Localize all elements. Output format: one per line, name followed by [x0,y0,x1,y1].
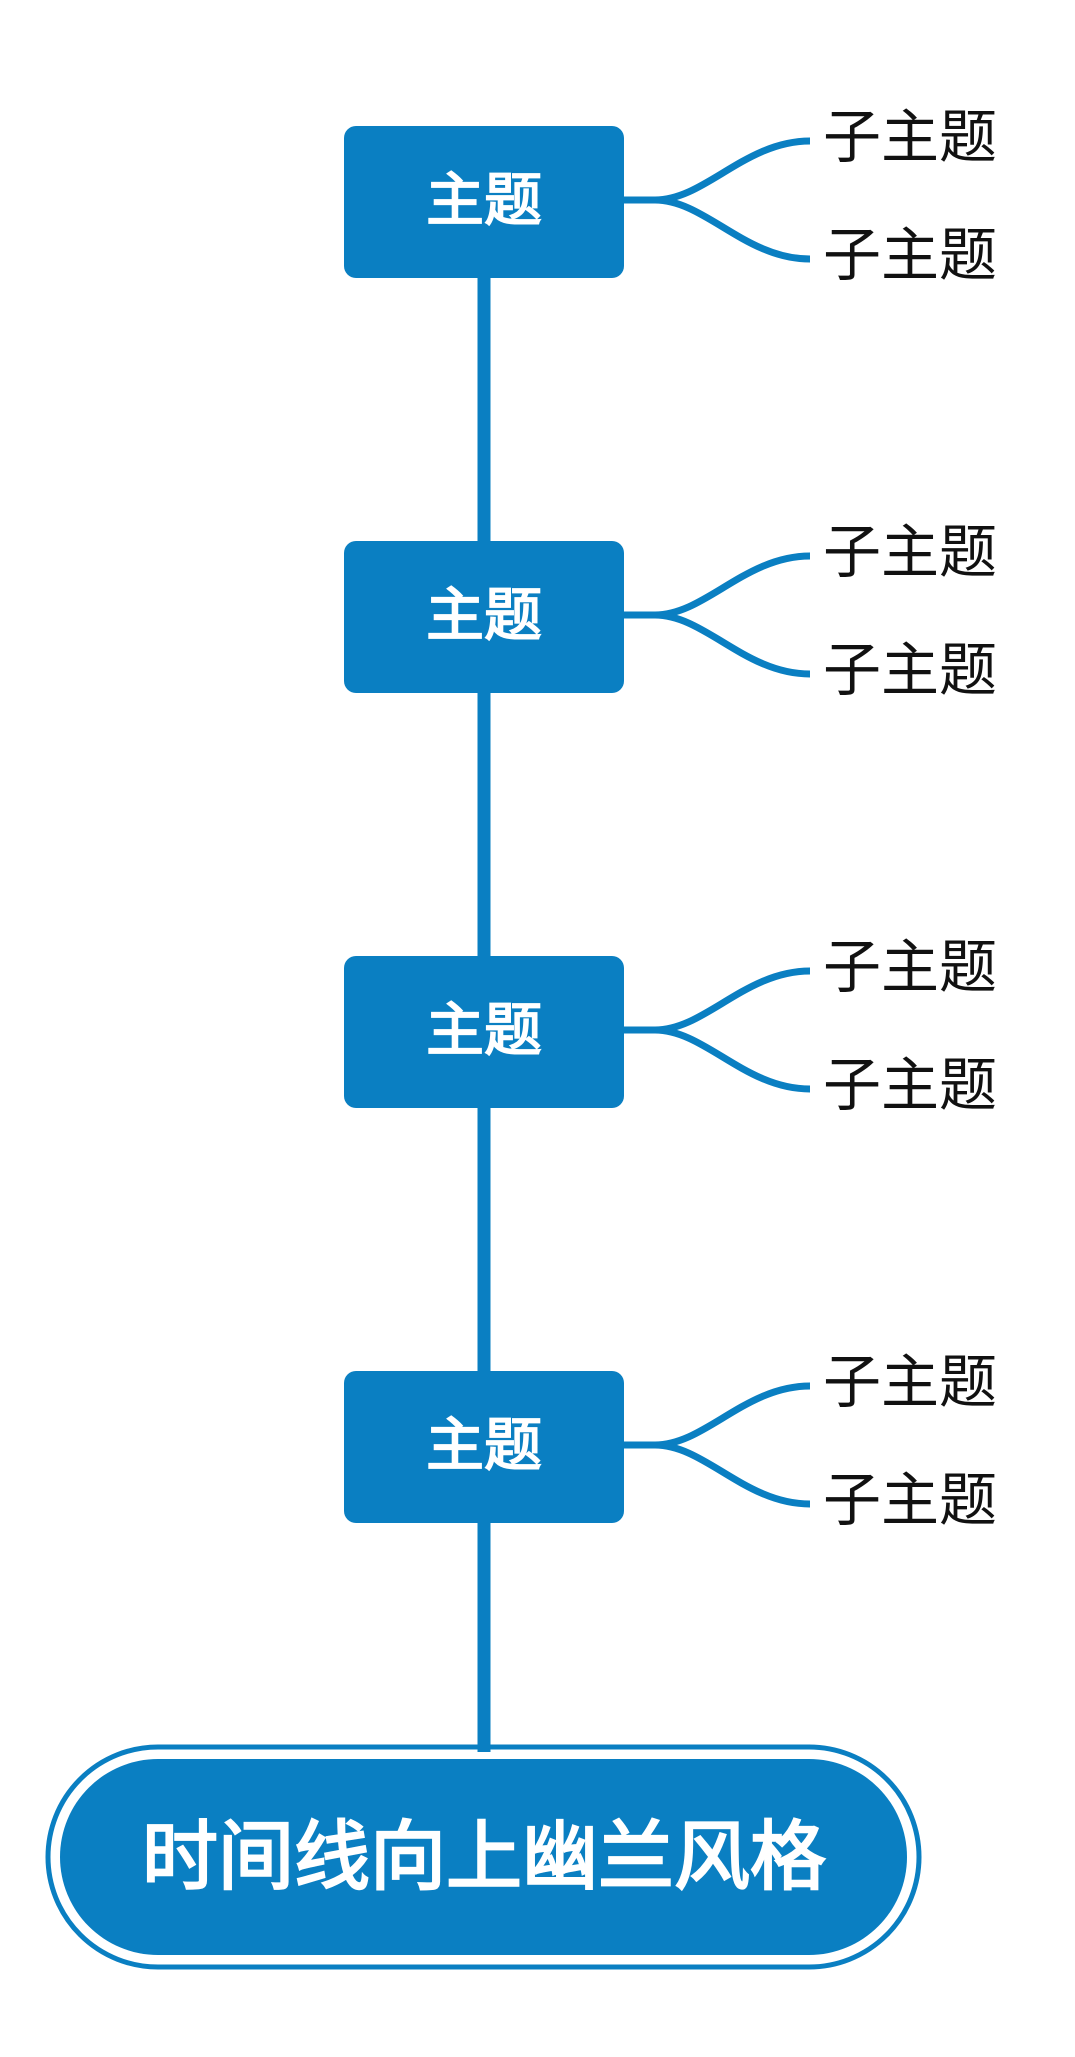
subtopic-label[interactable]: 子主题 [823,1051,997,1119]
subtopic-label[interactable]: 子主题 [823,636,997,704]
branch-connector [618,611,811,678]
branch-connector [618,1441,811,1508]
root-label: 时间线向上幽兰风格 [142,1812,827,1901]
topic-label: 主题 [426,996,542,1064]
topic-label: 主题 [426,1411,542,1479]
root-node[interactable] [60,1759,907,1955]
branch-connector [618,137,811,204]
branch-connector [618,1026,811,1093]
subtopic-label[interactable]: 子主题 [823,1348,997,1416]
topic-node[interactable] [344,956,624,1108]
subtopic-label[interactable]: 子主题 [823,103,997,171]
topic-node[interactable] [344,1371,624,1523]
topic-label: 主题 [426,166,542,234]
topic-node[interactable] [344,126,624,278]
subtopic-label[interactable]: 子主题 [823,518,997,586]
subtopic-label[interactable]: 子主题 [823,221,997,289]
subtopic-label[interactable]: 子主题 [823,933,997,1001]
subtopic-label[interactable]: 子主题 [823,1466,997,1534]
root-node-outline [45,1744,922,1970]
branch-connector [618,196,811,263]
branch-connector [618,967,811,1034]
branch-connector [618,1382,811,1449]
topic-node[interactable] [344,541,624,693]
branch-connector [618,552,811,619]
topic-label: 主题 [426,581,542,649]
